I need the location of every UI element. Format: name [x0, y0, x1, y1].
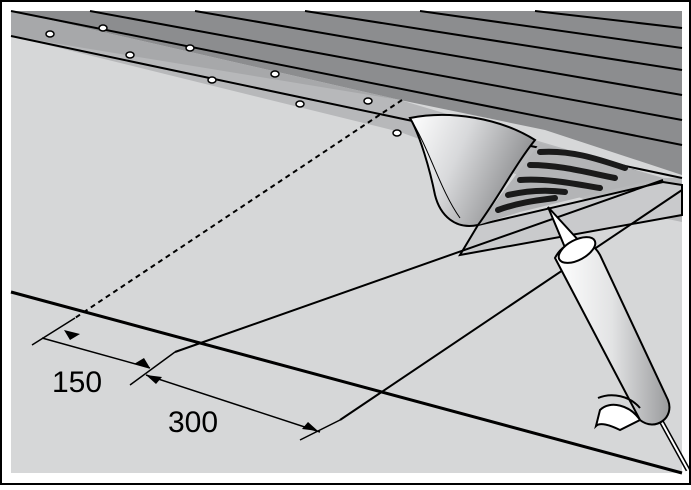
dimension-label-300: 300	[168, 406, 218, 439]
dimension-150: 150	[31, 317, 151, 399]
adhesive-beads	[495, 148, 628, 213]
dimension-300: 300	[129, 351, 341, 441]
dimension-label-150: 150	[52, 366, 102, 399]
caulking-gun-icon	[547, 206, 691, 472]
roof-edge-line	[10, 290, 683, 475]
membrane-sheet	[174, 143, 683, 421]
dashed-overlap-line	[74, 99, 403, 319]
peeled-corner-icon	[408, 113, 537, 227]
